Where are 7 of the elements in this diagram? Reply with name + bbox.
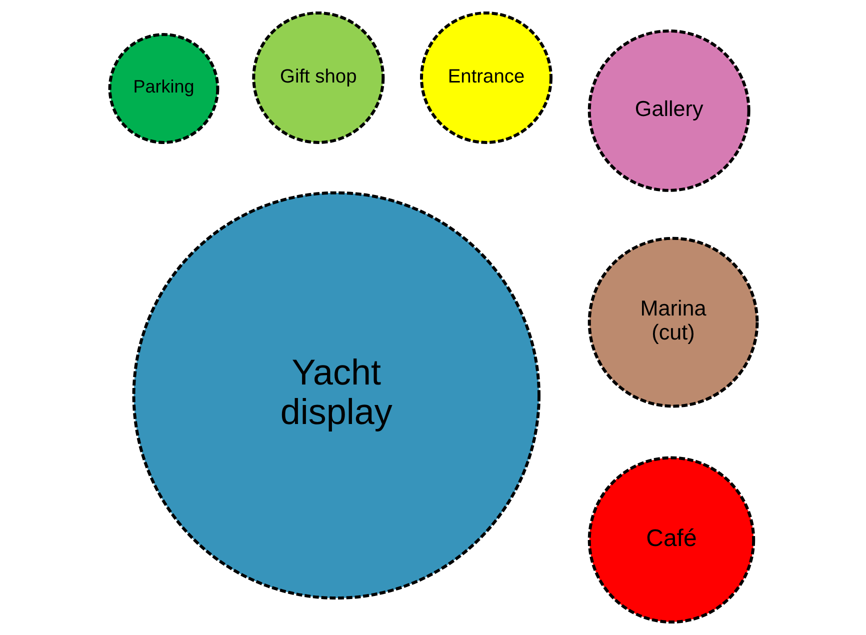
node-circle: Gallery	[587, 29, 750, 192]
node-circle: Entrance	[420, 11, 552, 144]
node-circle: Yacht display	[132, 191, 540, 600]
node-circle: Marina (cut)	[587, 236, 758, 408]
node-circle: Parking	[108, 33, 219, 144]
node-circle: Café	[587, 456, 755, 624]
node-circle: Gift shop	[252, 11, 384, 144]
